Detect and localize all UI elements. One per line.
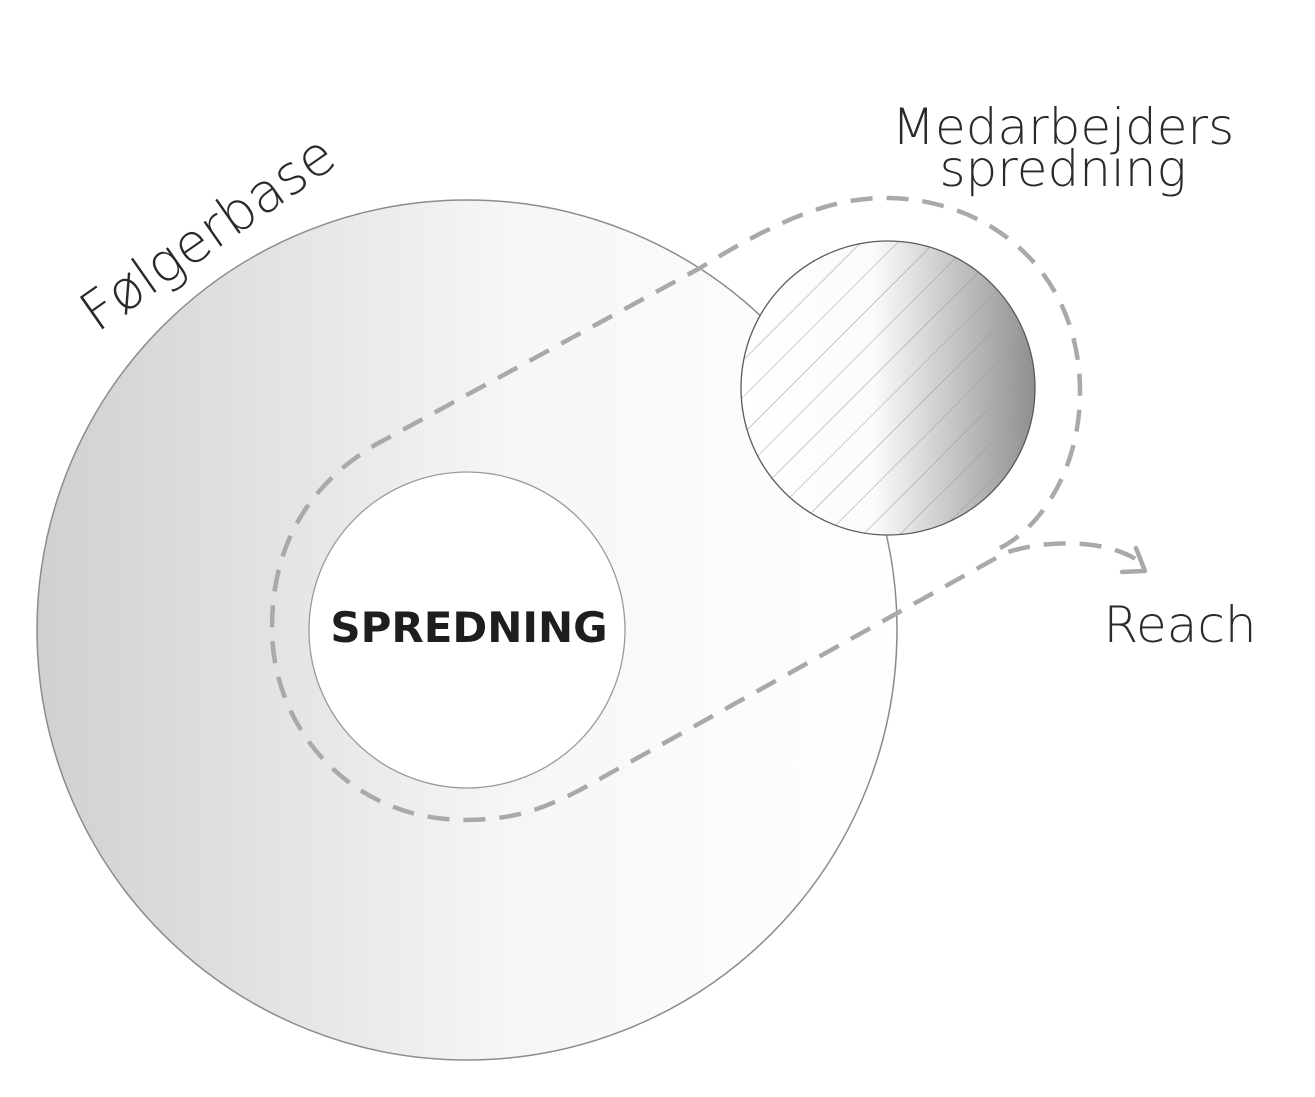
reach-label: Reach <box>1103 596 1256 654</box>
employee-spread-label-line1: Medarbejders <box>892 98 1234 156</box>
spread-inner-circle <box>308 471 626 789</box>
center-label: SPREDNING <box>330 603 607 652</box>
employee-spread-label-line2: spredning <box>939 140 1186 198</box>
reach-arrowhead <box>1119 545 1148 575</box>
employee-spread-circle <box>740 240 1036 536</box>
reach-dashed-path <box>269 195 1142 823</box>
